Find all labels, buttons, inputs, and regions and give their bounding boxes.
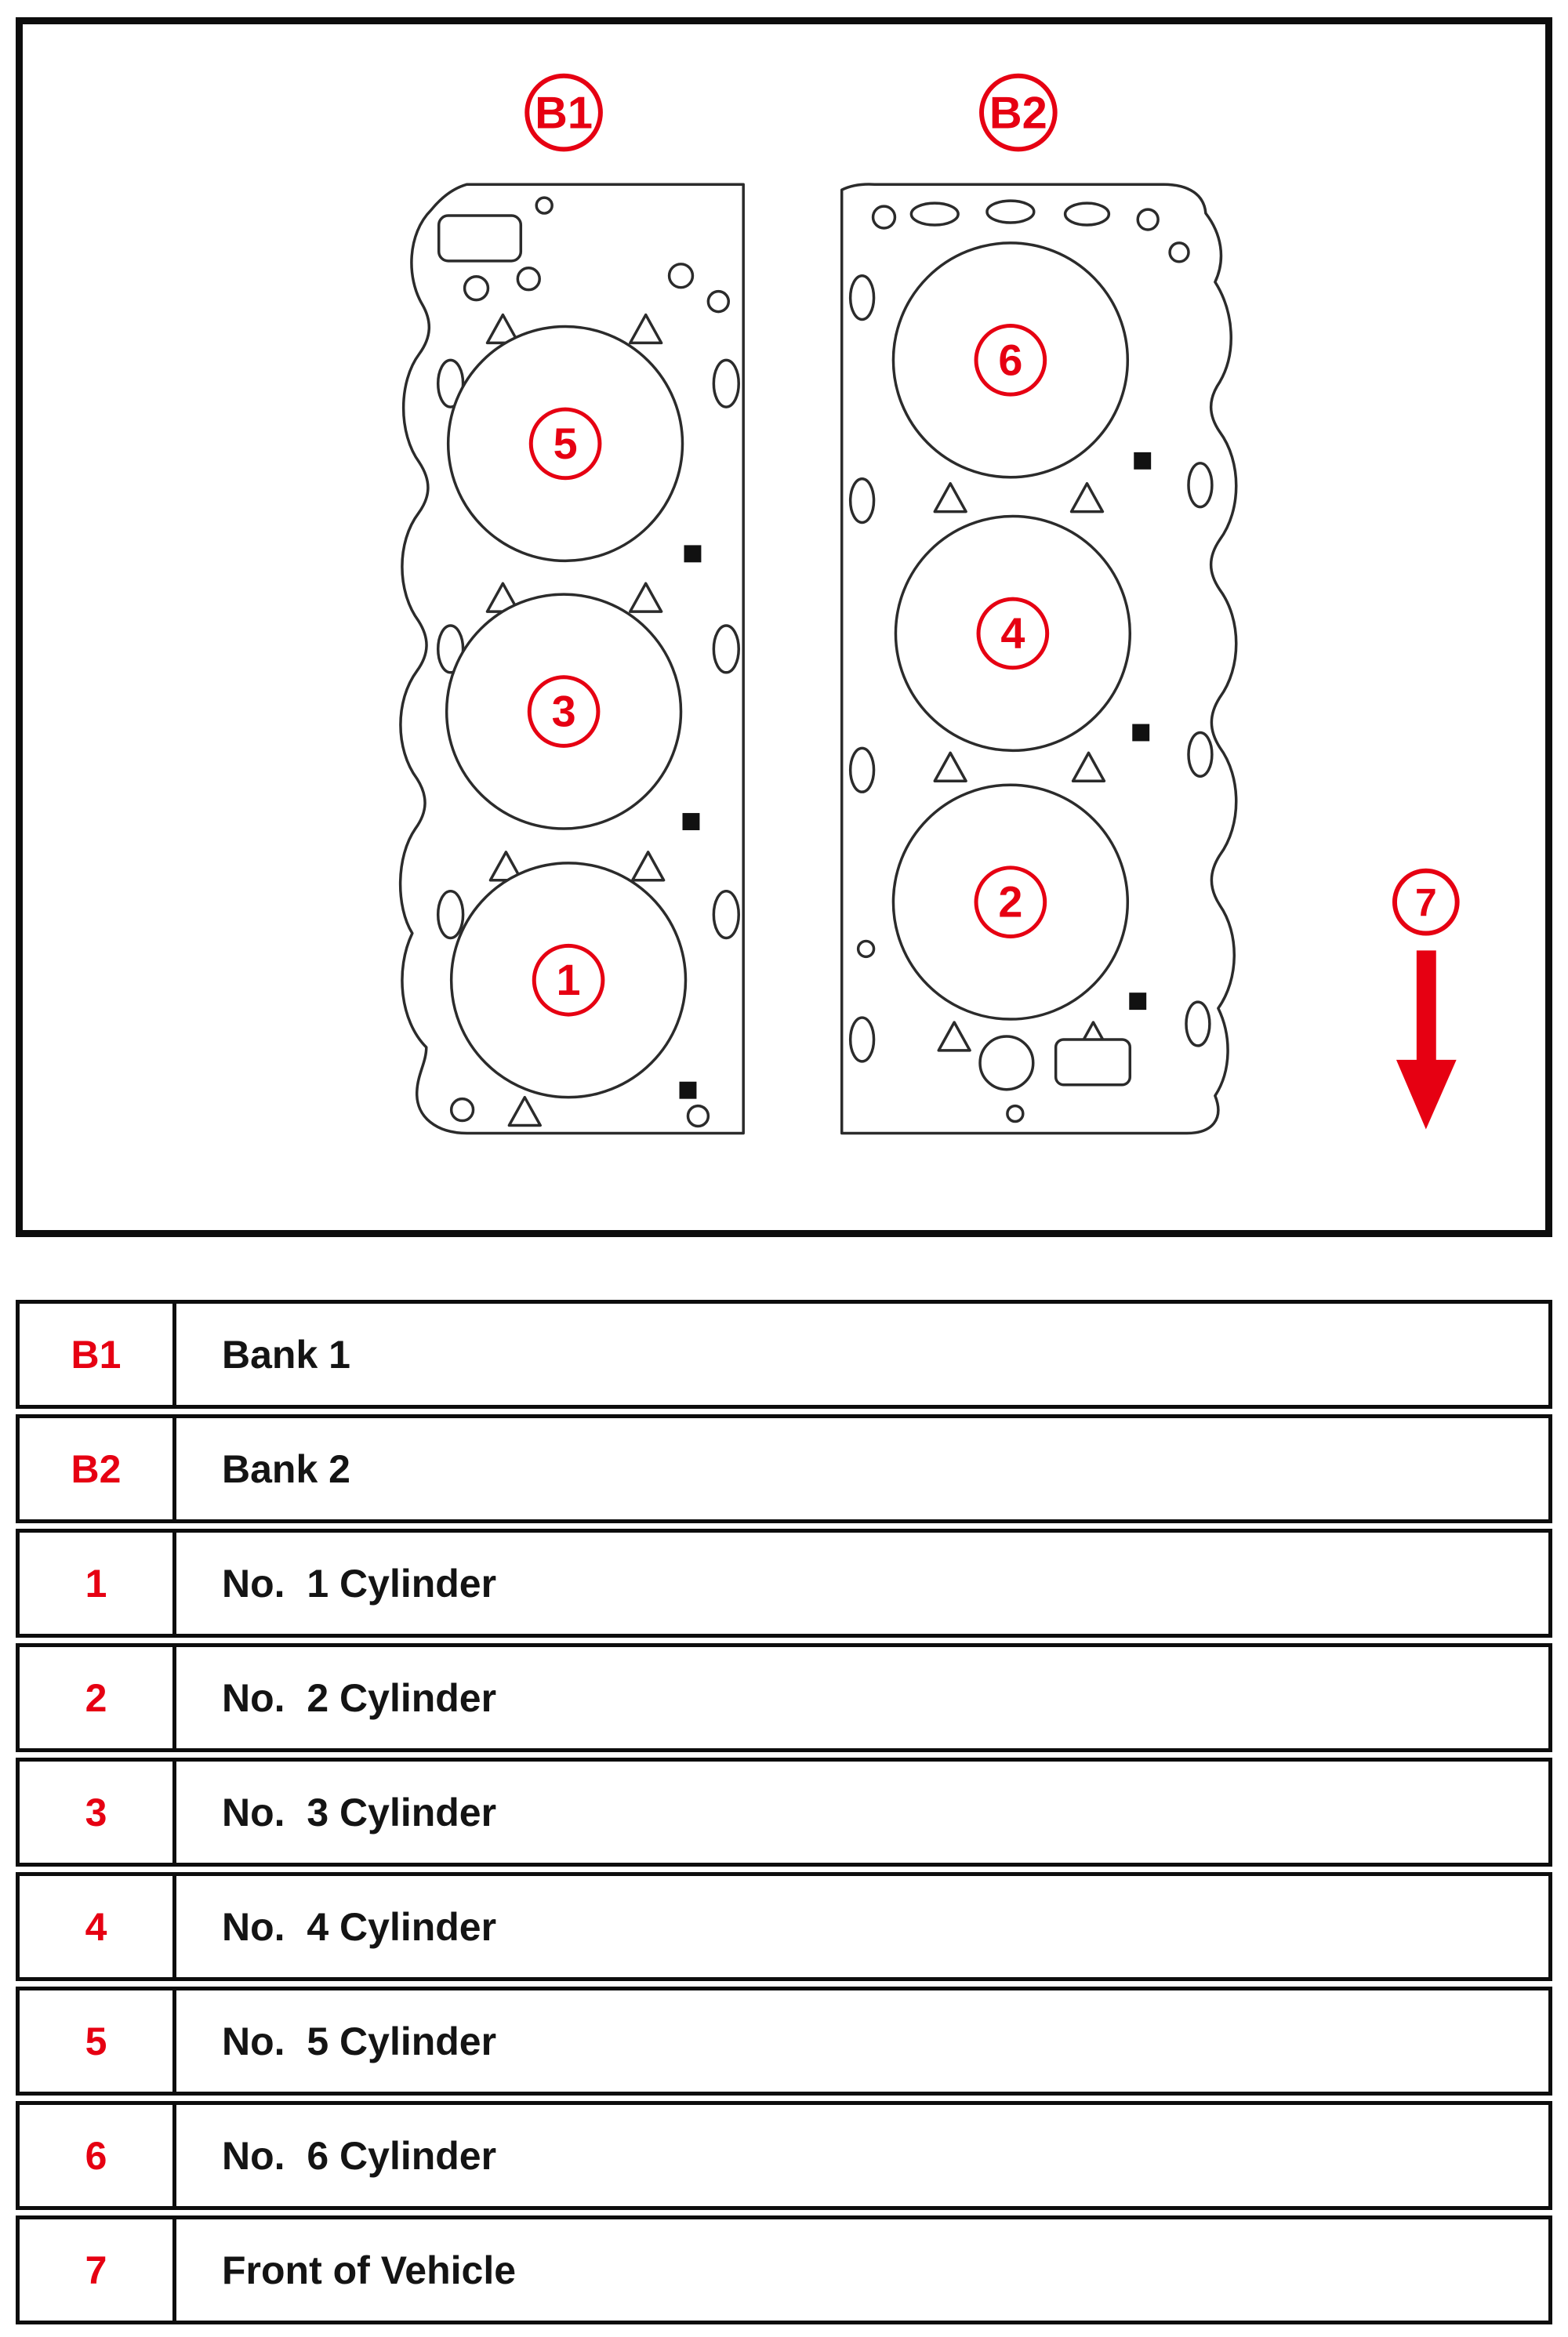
legend-key: 5: [20, 1990, 176, 2092]
cylinder-1-label: 1: [557, 956, 581, 1004]
callout-labels: B1 B2 5 3 1 6 4 2 7: [524, 73, 1460, 1017]
dowel-mark: [1134, 452, 1152, 470]
dowel-mark: [682, 813, 700, 830]
legend-value: Bank 1: [222, 1332, 350, 1377]
legend-key: 1: [20, 1533, 176, 1634]
dowel-mark: [684, 545, 702, 563]
cylinder-4-bore: [894, 514, 1132, 753]
legend-value: No. 3 Cylinder: [222, 1790, 497, 1834]
cylinder-2-bore: [891, 783, 1130, 1021]
bank2-label-circle: [979, 73, 1058, 152]
bank2-label: B2: [989, 88, 1047, 138]
bank1-gasket-outline: [398, 183, 745, 1135]
legend-value: No. 1 Cylinder: [222, 1561, 497, 1606]
legend-value: No. 4 Cylinder: [222, 1904, 497, 1949]
bank1-label: B1: [535, 88, 593, 138]
cylinder-5-bore: [446, 325, 684, 563]
cylinder-4-label-circle: [976, 597, 1050, 670]
legend-value: Front of Vehicle: [222, 2248, 517, 2292]
legend-row-4: 4 No. 4 Cylinder: [16, 1872, 1552, 1981]
legend-row-3: 3 No. 3 Cylinder: [16, 1758, 1552, 1867]
diagram-frame: B1 B2 5 3 1 6 4 2 7: [16, 17, 1552, 1237]
cylinder-5-label: 5: [554, 419, 578, 468]
cylinder-6-label: 6: [998, 336, 1022, 384]
legend-value: Bank 2: [222, 1446, 350, 1491]
cylinder-1-bore: [449, 862, 688, 1099]
legend-table: B1 Bank 1 B2 Bank 2 1 No. 1 Cylinder 2 N…: [16, 1300, 1552, 2324]
legend-row-2: 2 No. 2 Cylinder: [16, 1643, 1552, 1752]
gasket-slot-hole: [437, 214, 523, 263]
legend-key: 2: [20, 1647, 176, 1748]
cylinder-2-label-circle: [974, 865, 1047, 938]
dowel-mark: [679, 1081, 697, 1099]
dowel-mark: [1132, 724, 1150, 742]
cylinder-3-bore: [445, 593, 683, 830]
legend-key: 7: [20, 2219, 176, 2321]
dowel-mark: [1129, 992, 1147, 1011]
cylinder-3-label-circle: [527, 675, 601, 748]
legend-value: No. 2 Cylinder: [222, 1675, 497, 1720]
legend-key: B2: [20, 1418, 176, 1519]
front-marker-circle: [1392, 868, 1460, 936]
front-of-vehicle-arrow-icon: [1396, 950, 1457, 1130]
cylinder-3-label: 3: [552, 688, 576, 736]
cylinder-head-gasket-diagram: B1 B2 5 3 1 6 4 2 7: [398, 73, 1460, 1135]
legend-key: B1: [20, 1304, 176, 1405]
legend-key: 4: [20, 1876, 176, 1977]
legend-key: 6: [20, 2105, 176, 2206]
legend-row-6: 6 No. 6 Cylinder: [16, 2101, 1552, 2210]
cylinder-6-bore: [891, 241, 1130, 479]
legend-row-5: 5 No. 5 Cylinder: [16, 1987, 1552, 2096]
legend-row-b1: B1 Bank 1: [16, 1300, 1552, 1409]
legend-row-b2: B2 Bank 2: [16, 1414, 1552, 1523]
cylinder-2-label: 2: [998, 878, 1022, 927]
legend-value: No. 5 Cylinder: [222, 2019, 497, 2063]
legend-row-1: 1 No. 1 Cylinder: [16, 1529, 1552, 1638]
legend-row-7: 7 Front of Vehicle: [16, 2215, 1552, 2324]
bank2-gasket-outline: [840, 183, 1238, 1135]
front-marker-label: 7: [1415, 881, 1437, 925]
bank1-label-circle: [524, 73, 603, 152]
cylinder-5-label-circle: [528, 407, 602, 481]
cylinder-1-label-circle: [532, 943, 605, 1017]
cylinder-6-label-circle: [974, 324, 1047, 397]
legend-key: 3: [20, 1762, 176, 1863]
legend-value: No. 6 Cylinder: [222, 2133, 497, 2178]
cylinder-4-label: 4: [1000, 609, 1025, 658]
